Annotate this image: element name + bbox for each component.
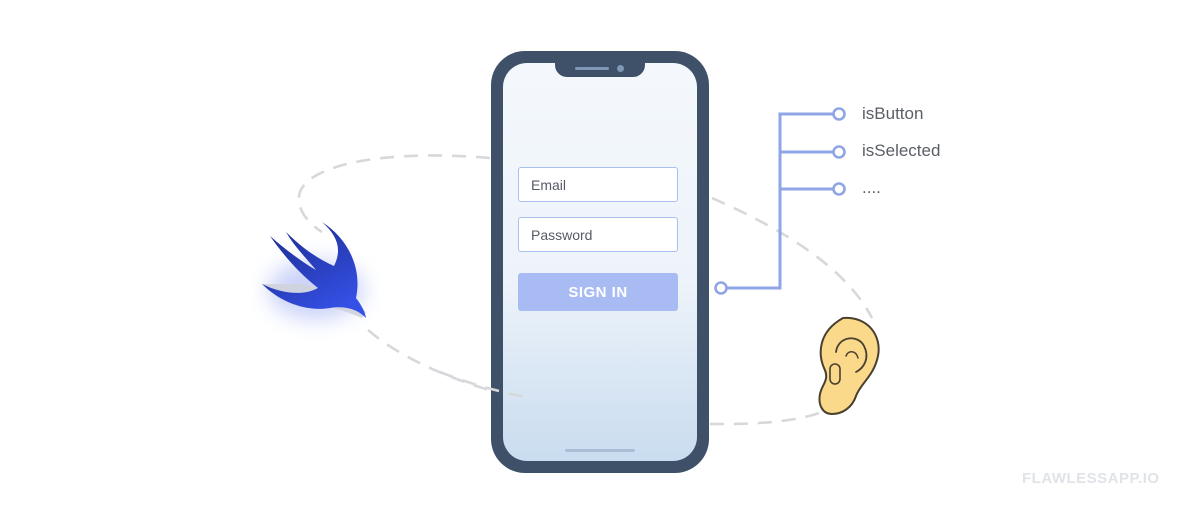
watermark: FLAWLESSAPP.IO (1022, 470, 1160, 487)
connector-node-isbutton (832, 107, 846, 121)
speaker-icon (575, 67, 609, 70)
password-field[interactable] (518, 217, 678, 252)
connector-node-isselected (832, 145, 846, 159)
camera-icon (617, 65, 624, 72)
phone-mockup: SIGN IN (491, 51, 709, 473)
attribute-label-isbutton: isButton (862, 104, 924, 123)
email-field[interactable] (518, 167, 678, 202)
connector-node-element (714, 281, 728, 295)
home-indicator (565, 449, 635, 452)
phone-screen: SIGN IN (503, 63, 697, 461)
attribute-label-isselected: isSelected (862, 141, 941, 160)
attribute-label-more: .... (862, 178, 881, 197)
phone-notch (555, 63, 645, 77)
connector-node-more (832, 182, 846, 196)
sign-in-button[interactable]: SIGN IN (518, 273, 678, 311)
